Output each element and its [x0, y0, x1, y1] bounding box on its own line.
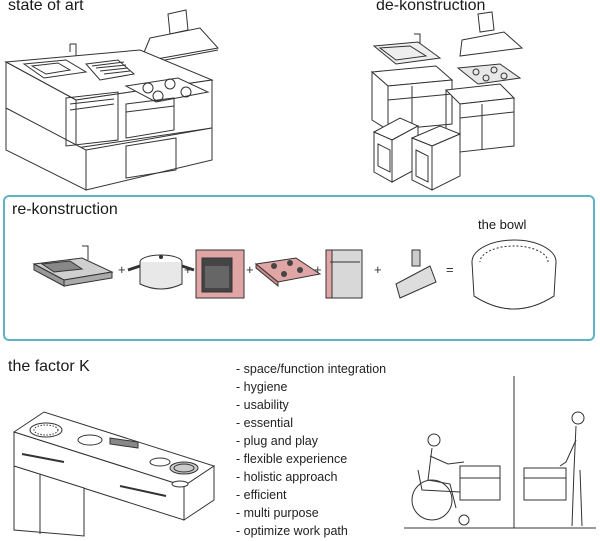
- feature-item: hygiene: [236, 378, 386, 396]
- feature-item: holistic approach: [236, 468, 386, 486]
- de-konstruction-illustration: [370, 11, 524, 191]
- plus-operator-4: +: [314, 262, 322, 277]
- de-konstruction-title: de-konstruction: [376, 0, 486, 14]
- the-bowl-label: the bowl: [478, 217, 527, 232]
- plus-operator-3: +: [246, 262, 254, 277]
- standing-person-icon: [559, 411, 585, 527]
- feature-item: multi purpose: [236, 504, 386, 522]
- feature-item: essential: [236, 414, 386, 432]
- dishwasher-module-icon: [325, 249, 363, 299]
- feature-item: space/function integration: [236, 360, 386, 378]
- plus-operator-1: +: [118, 262, 126, 277]
- cooking-pot-icon: [127, 254, 195, 290]
- range-hood-icon: [139, 9, 219, 65]
- equals-operator: =: [446, 262, 454, 277]
- plus-operator-2: +: [184, 262, 192, 277]
- wheelchair-user-icon: [411, 433, 470, 526]
- oven-module-icon: [195, 249, 245, 299]
- features-list: space/function integration hygiene usabi…: [236, 360, 386, 540]
- re-konstruction-title: re-konstruction: [12, 201, 118, 218]
- cooktop-module-icon: [254, 257, 322, 288]
- factor-k-title: the factor K: [8, 358, 90, 375]
- feature-item: flexible experience: [236, 450, 386, 468]
- sink-module-icon: [32, 245, 114, 287]
- feature-item: plug and play: [236, 432, 386, 450]
- state-of-art-kitchen-illustration: [4, 9, 219, 191]
- plus-operator-5: +: [374, 262, 382, 277]
- state-of-art-title: state of art: [8, 0, 84, 14]
- feature-item: efficient: [236, 486, 386, 504]
- re-konstruction-panel: [3, 195, 595, 341]
- hood-module-icon: [395, 249, 437, 299]
- bowl-illustration: [471, 239, 557, 310]
- feature-item: optimize work path: [236, 522, 386, 540]
- feature-item: usability: [236, 396, 386, 414]
